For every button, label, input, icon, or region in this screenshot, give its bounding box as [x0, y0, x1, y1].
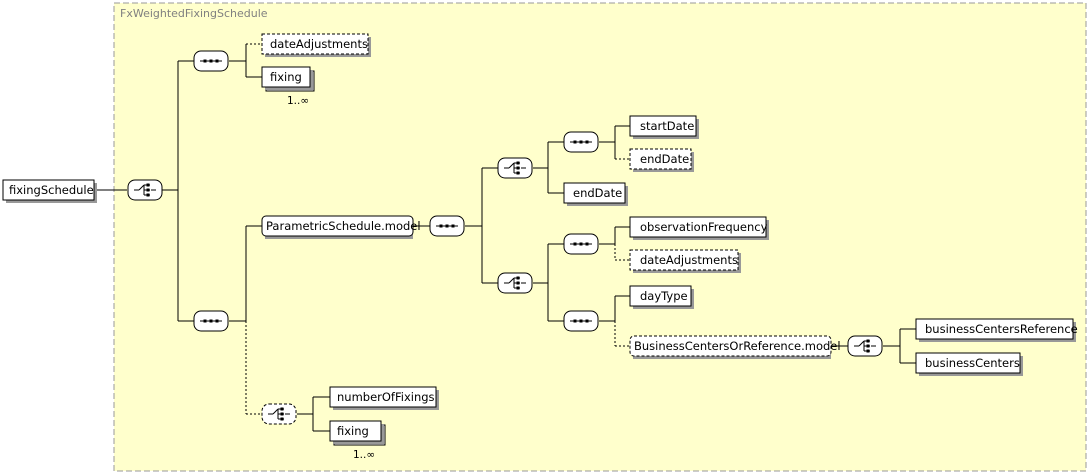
- element-date-adjustments-middle[interactable]: dateAdjustments: [629, 249, 741, 273]
- compositor-choice-frequency: [497, 272, 533, 294]
- svg-text:endDate: endDate: [573, 186, 622, 200]
- element-business-centers[interactable]: businessCenters: [915, 352, 1023, 376]
- element-fixing-bottom[interactable]: fixing 1..∞: [329, 420, 386, 461]
- cardinality-fixing-bottom: 1..∞: [353, 449, 375, 461]
- element-observation-frequency[interactable]: observationFrequency: [629, 216, 769, 240]
- compositor-seq-daytype: [563, 310, 599, 332]
- svg-text:BusinessCentersOrReference.mod: BusinessCentersOrReference.model: [634, 339, 841, 353]
- svg-text:dateAdjustments: dateAdjustments: [270, 37, 368, 51]
- element-start-date[interactable]: startDate: [629, 115, 699, 139]
- svg-text:dateAdjustments: dateAdjustments: [640, 253, 738, 267]
- svg-text:endDate: endDate: [640, 152, 689, 166]
- svg-text:startDate: startDate: [640, 119, 694, 133]
- compositor-choice-business-centers: [847, 335, 883, 357]
- element-fixing-top[interactable]: fixing 1..∞: [261, 66, 315, 107]
- element-number-of-fixings[interactable]: numberOfFixings: [329, 386, 439, 410]
- compositor-seq-bottom: [193, 310, 229, 332]
- compositor-root-choice: [127, 179, 163, 201]
- cardinality-fixing-top: 1..∞: [287, 95, 309, 107]
- element-date-adjustments-top[interactable]: dateAdjustments: [261, 33, 371, 57]
- element-business-centers-reference[interactable]: businessCentersReference: [915, 318, 1078, 342]
- svg-text:fixingSchedule: fixingSchedule: [9, 183, 94, 197]
- element-fixing-schedule[interactable]: fixingSchedule: [2, 179, 97, 203]
- element-end-date[interactable]: endDate: [563, 182, 628, 206]
- svg-text:observationFrequency: observationFrequency: [640, 220, 768, 234]
- group-parametric-schedule-model[interactable]: ParametricSchedule.model: [261, 215, 421, 239]
- compositor-seq-start-end: [563, 131, 599, 153]
- element-end-date-optional[interactable]: endDate: [629, 148, 694, 172]
- svg-text:ParametricSchedule.model: ParametricSchedule.model: [266, 219, 421, 233]
- compositor-seq-top: [193, 50, 229, 72]
- svg-text:dayType: dayType: [640, 289, 688, 303]
- compositor-seq-observation: [563, 233, 599, 255]
- compositor-seq-parametric: [429, 215, 465, 237]
- svg-text:fixing: fixing: [337, 424, 369, 438]
- svg-text:numberOfFixings: numberOfFixings: [337, 390, 435, 404]
- type-name-label: FxWeightedFixingSchedule: [120, 7, 268, 20]
- svg-text:fixing: fixing: [270, 70, 302, 84]
- group-business-centers-or-reference-model[interactable]: BusinessCentersOrReference.model: [629, 335, 841, 359]
- compositor-choice-dates: [497, 157, 533, 179]
- connectors: [97, 43, 916, 432]
- svg-text:businessCentersReference: businessCentersReference: [925, 322, 1078, 336]
- element-day-type[interactable]: dayType: [629, 285, 694, 309]
- type-container: [113, 2, 1087, 472]
- compositor-choice-optional-bottom: [261, 403, 297, 425]
- svg-text:businessCenters: businessCenters: [925, 356, 1020, 370]
